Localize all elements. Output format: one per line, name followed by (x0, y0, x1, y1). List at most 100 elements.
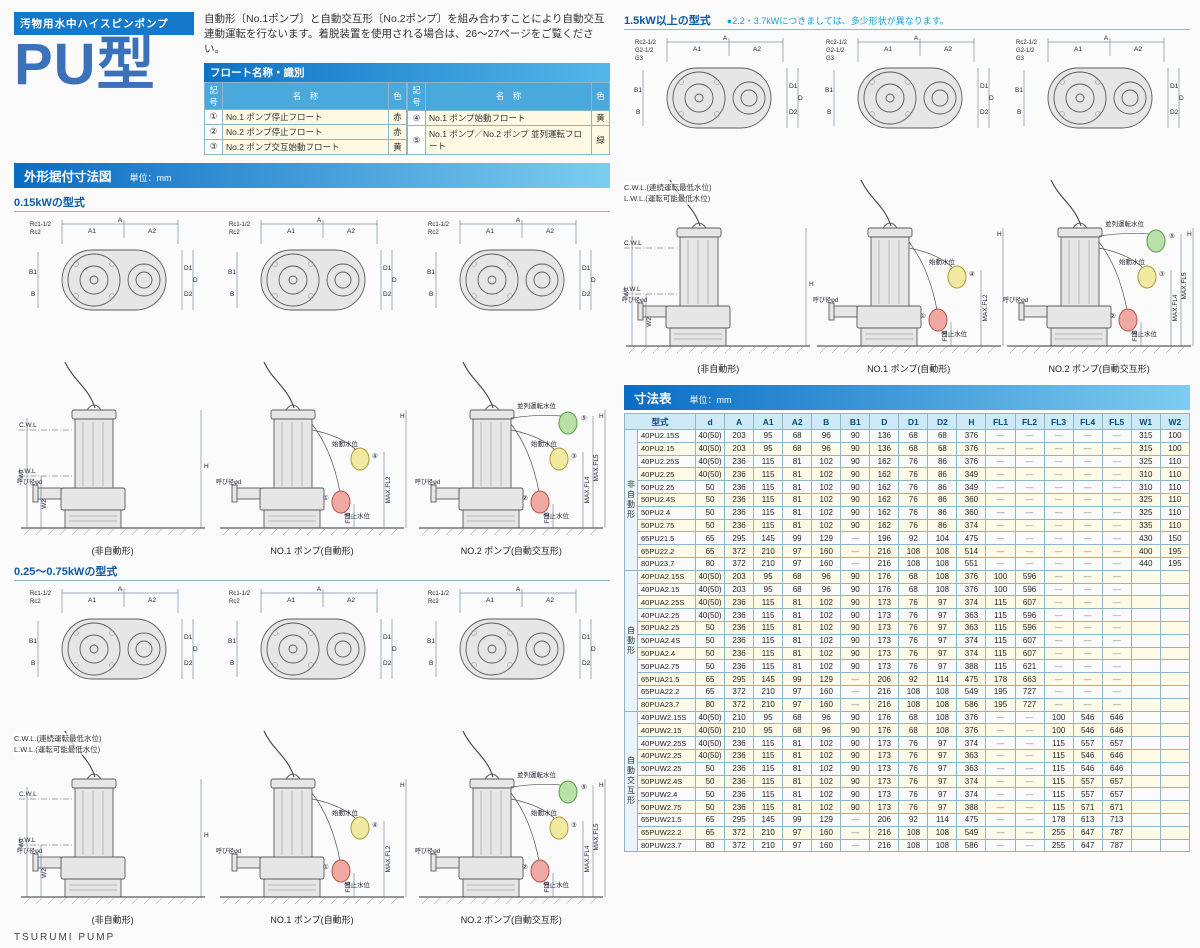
dim-line (246, 896, 255, 904)
dim-line (354, 527, 363, 535)
dim-cell: 102 (811, 748, 842, 763)
dim-line (191, 896, 199, 904)
dim-line (35, 527, 43, 535)
dim-label: FL1 (345, 881, 352, 893)
power-cable (263, 730, 295, 777)
dim-label: A2 (347, 597, 355, 604)
dim-label: W2 (41, 498, 48, 508)
dim-line (191, 527, 199, 535)
dim-label: C.W.L (19, 422, 37, 429)
model-cell: 65PUW21.5 (636, 812, 697, 827)
dim-cell: 102 (811, 761, 842, 776)
dim-cell: 607 (1014, 633, 1045, 648)
dim-line (689, 345, 697, 354)
dim-cell: 475 (956, 531, 987, 546)
dim-cell: 388 (956, 659, 987, 674)
dim-cell: 374 (956, 595, 987, 610)
dim-cell: 68 (898, 441, 929, 456)
dim-cell: 40(50) (695, 736, 726, 750)
dim-label: B (1017, 109, 1021, 116)
dim-cell: 657 (1101, 774, 1132, 789)
dim-cell: 115 (753, 505, 784, 520)
dim-cell: 372 (724, 544, 755, 558)
dim-cell: 115 (753, 800, 784, 814)
dim-line (590, 896, 598, 904)
dim-line (59, 896, 67, 904)
group-label: 自動形 (624, 569, 638, 712)
dim-line (653, 345, 661, 354)
dim-cell: 97 (782, 825, 813, 840)
dim-cell: 99 (782, 812, 813, 827)
dim-cell: 68 (898, 710, 929, 725)
dim-label: A2 (1134, 46, 1142, 53)
dim-cell: — (1072, 697, 1103, 712)
dim-line (422, 527, 430, 535)
dim-cell: 115 (985, 620, 1016, 635)
dim-label: B1 (228, 638, 236, 645)
dim-cell: 108 (927, 697, 958, 712)
dim-cell: — (1014, 531, 1045, 546)
dim-label: D (798, 95, 803, 102)
float-header-row: 記号 名 称 色 (407, 81, 610, 111)
dim-cell: 95 (753, 441, 784, 456)
dim-cell: 76 (898, 800, 929, 814)
dim-line (294, 896, 303, 904)
dim-label: FL1 (345, 512, 352, 524)
dim-cell: 173 (869, 761, 900, 776)
dim-cell: 96 (811, 429, 842, 443)
dim-cell: 236 (724, 787, 755, 802)
water-level-note: C.W.L.(連続運転最低水位)L.W.L.(運転可能最低水位) (624, 182, 712, 205)
dim-cell: — (1043, 672, 1074, 686)
power-cable (263, 361, 295, 408)
power-cable (860, 179, 892, 227)
dim-cell: 90 (840, 774, 871, 789)
dim-cell: 176 (869, 723, 900, 738)
dim-cell: 115 (753, 454, 784, 469)
pump-casing (260, 249, 366, 311)
dim-label: G2-1/2 (1016, 48, 1035, 54)
dim-line (131, 527, 139, 535)
dim-cell: 236 (724, 505, 755, 520)
dim-cell: 145 (753, 812, 784, 827)
dim-cell: 81 (782, 748, 813, 763)
dim-cell: 90 (840, 646, 871, 661)
dim-line (71, 527, 79, 535)
dim-line (270, 896, 279, 904)
dim-label: D (591, 646, 596, 653)
dim-cell: — (1043, 454, 1074, 469)
dim-label: D2 (789, 109, 798, 116)
dim-cell: 92 (898, 672, 929, 686)
dim-cell: 255 (1043, 825, 1074, 840)
dim-cell: 108 (898, 697, 929, 712)
dim-label: D2 (980, 109, 989, 116)
dim-cell: — (1014, 838, 1045, 853)
dim-cell: 97 (927, 620, 958, 635)
dim-cell: 81 (782, 518, 813, 533)
dim-cell: — (1014, 544, 1045, 558)
dim-line (963, 345, 971, 354)
dim-label: D (989, 95, 994, 102)
power-cable (64, 361, 96, 408)
dim-cell: 173 (869, 800, 900, 814)
dim-cell: 102 (811, 646, 842, 661)
group-label: 非自動形 (624, 429, 638, 571)
dim-cell: 646 (1101, 748, 1132, 763)
float-symbol: ⑤ (407, 125, 426, 155)
dim-line (1069, 345, 1078, 354)
model-cell: 40PUW2.15S (636, 710, 697, 725)
dim-label: D2 (383, 660, 392, 667)
dim-line (378, 896, 387, 904)
dim-cell: — (1072, 556, 1103, 571)
dim-cell: 315 (1130, 429, 1161, 443)
product-model-name: PU型 (14, 32, 156, 97)
dim-cell: 195 (1159, 544, 1191, 558)
dim-cell: 90 (840, 659, 871, 674)
dim-line (1165, 345, 1174, 354)
dim-cell: 95 (753, 582, 784, 597)
dim-cell (1130, 620, 1161, 635)
